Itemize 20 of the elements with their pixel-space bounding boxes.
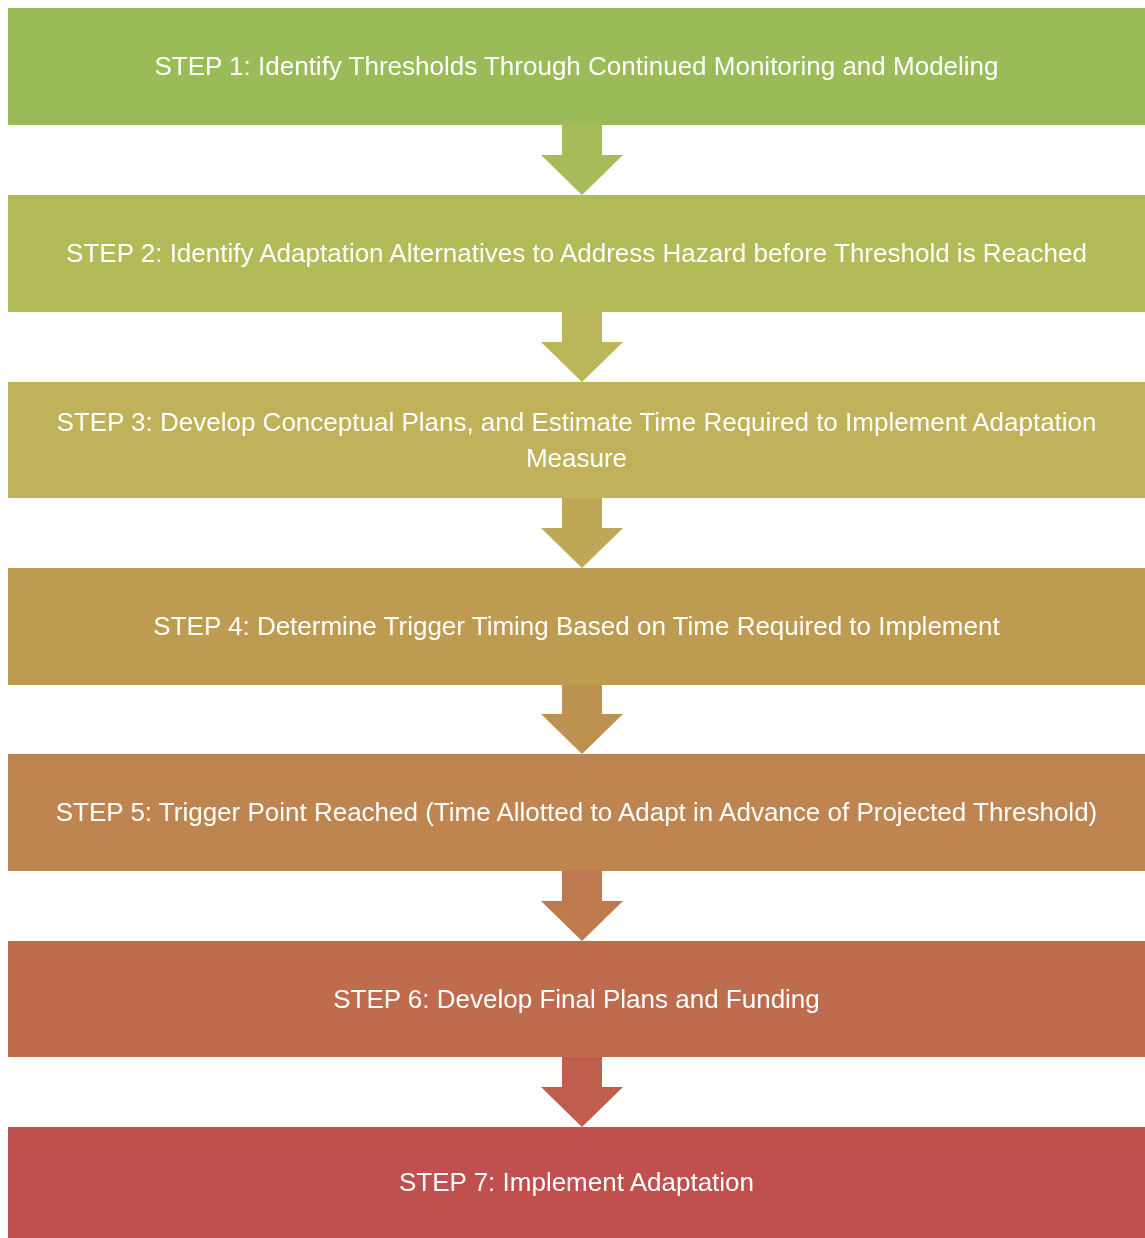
step-label: STEP 2: Identify Adaptation Alternatives to Address Hazard before Threshold is Reached bbox=[66, 237, 1087, 271]
step-label: STEP 6: Develop Final Plans and Funding bbox=[333, 982, 820, 1016]
step-label: STEP 1: Identify Thresholds Through Continued Monitoring and Modeling bbox=[154, 50, 999, 84]
step-box bbox=[8, 754, 1145, 871]
block-arrow bbox=[541, 312, 623, 382]
block-arrow bbox=[541, 1057, 623, 1127]
step-label: STEP 7: Implement Adaptation bbox=[398, 1166, 755, 1200]
step-box bbox=[8, 1127, 1145, 1238]
step-box bbox=[8, 568, 1145, 685]
step-box bbox=[8, 195, 1145, 312]
step-label: STEP 4: Determine Trigger Timing Based on Time Required to Implement bbox=[153, 610, 1000, 644]
step-box bbox=[8, 941, 1145, 1057]
block-arrow bbox=[541, 685, 623, 754]
block-arrow bbox=[541, 498, 623, 568]
step-label: STEP 3: Develop Conceptual Plans, and Estimate Time Required to Implement Adaptation Measure bbox=[55, 405, 1098, 475]
block-arrow bbox=[541, 871, 623, 941]
block-arrow bbox=[541, 125, 623, 195]
step-box bbox=[8, 8, 1145, 125]
step-box bbox=[8, 382, 1145, 498]
step-label: STEP 5: Trigger Point Reached (Time Allotted to Adapt in Advance of Projected Threshold) bbox=[55, 796, 1098, 830]
